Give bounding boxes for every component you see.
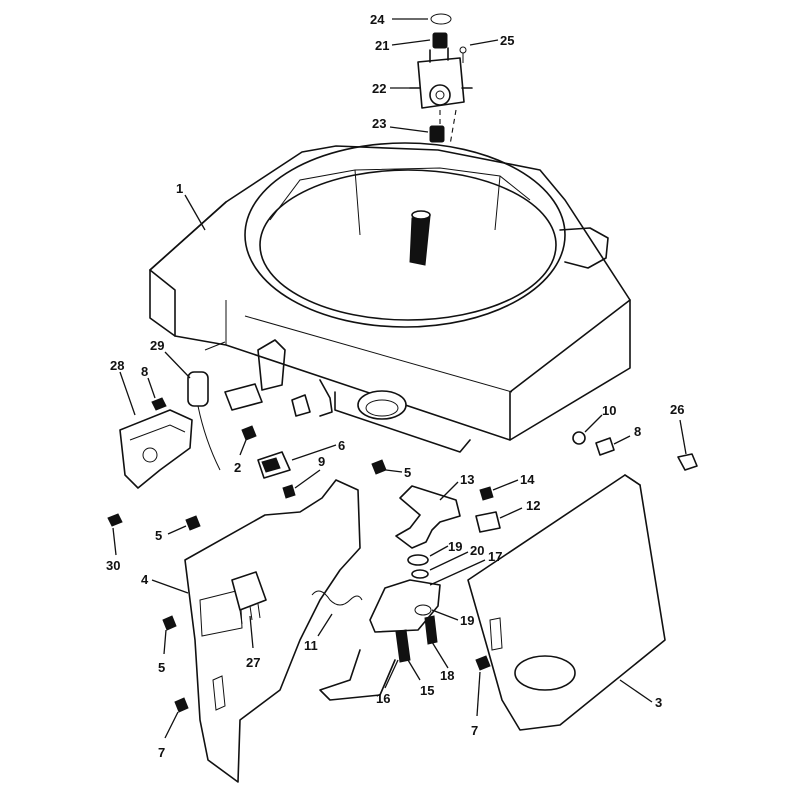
callout-c8a: 8 xyxy=(141,364,156,399)
callout-c12: 12 xyxy=(499,498,540,519)
callout-label: 4 xyxy=(141,572,149,587)
callout-c16: 16 xyxy=(376,659,399,706)
callout-label: 28 xyxy=(110,358,124,373)
callout-c26: 26 xyxy=(670,402,687,455)
fuel-pump-assembly xyxy=(409,13,473,146)
callout-c10: 10 xyxy=(584,403,616,433)
callout-label: 17 xyxy=(488,549,502,564)
callout-label: 7 xyxy=(471,723,478,738)
callout-c20: 20 xyxy=(429,543,484,571)
callout-label: 6 xyxy=(338,438,345,453)
callout-label: 18 xyxy=(440,668,454,683)
callout-label: 11 xyxy=(304,638,318,653)
callout-label: 29 xyxy=(150,338,164,353)
callout-c2: 2 xyxy=(234,439,247,475)
callout-label: 23 xyxy=(372,116,386,131)
callout-c11: 11 xyxy=(304,613,333,653)
callout-label: 19 xyxy=(460,613,474,628)
callout-label: 8 xyxy=(634,424,641,439)
callout-label: 25 xyxy=(500,33,514,48)
callout-c21: 21 xyxy=(375,38,431,53)
callout-c25: 25 xyxy=(469,33,514,48)
callout-label: 5 xyxy=(155,528,162,543)
callout-c5a: 5 xyxy=(385,465,411,480)
callout-label: 3 xyxy=(655,695,662,710)
right-baffle xyxy=(467,474,666,731)
callout-c28: 28 xyxy=(110,358,136,416)
left-baffle xyxy=(184,479,361,783)
callout-c5b: 5 xyxy=(155,525,187,543)
callout-c19a: 19 xyxy=(429,539,462,557)
blower-housing xyxy=(149,142,631,453)
callout-label: 13 xyxy=(460,472,474,487)
callout-label: 8 xyxy=(141,364,148,379)
callout-label: 15 xyxy=(420,683,434,698)
callout-label: 7 xyxy=(158,745,165,760)
callout-c30: 30 xyxy=(106,527,120,573)
callout-c6: 6 xyxy=(291,438,345,461)
callout-label: 21 xyxy=(375,38,389,53)
callout-c14: 14 xyxy=(492,472,535,491)
callout-c29: 29 xyxy=(150,338,191,379)
callout-label: 9 xyxy=(318,454,325,469)
callout-c23: 23 xyxy=(372,116,429,133)
callout-c27: 27 xyxy=(246,615,260,670)
callout-c9: 9 xyxy=(294,454,325,489)
callout-c22: 22 xyxy=(372,81,410,96)
callout-label: 26 xyxy=(670,402,684,417)
ignition-bracket xyxy=(204,339,333,417)
callout-label: 10 xyxy=(602,403,616,418)
callout-label: 2 xyxy=(234,460,241,475)
callout-c13: 13 xyxy=(439,472,474,501)
callout-label: 5 xyxy=(404,465,411,480)
callout-label: 22 xyxy=(372,81,386,96)
callout-label: 5 xyxy=(158,660,165,675)
callout-label: 20 xyxy=(470,543,484,558)
callout-c4: 4 xyxy=(141,572,189,594)
callout-c15: 15 xyxy=(404,654,434,698)
center-bracket xyxy=(371,459,501,579)
callout-label: 24 xyxy=(370,12,385,27)
callout-c1: 1 xyxy=(176,181,206,231)
left-hardware xyxy=(107,397,296,713)
callout-c5c: 5 xyxy=(158,629,167,675)
callout-label: 19 xyxy=(448,539,462,554)
callout-label: 14 xyxy=(520,472,535,487)
callout-c7a: 7 xyxy=(158,711,179,760)
callout-c19b: 19 xyxy=(431,609,474,628)
callout-c18: 18 xyxy=(431,641,454,683)
callout-c3: 3 xyxy=(619,679,662,710)
callout-label: 1 xyxy=(176,181,183,196)
right-hardware xyxy=(572,431,698,471)
callout-c8b: 8 xyxy=(613,424,641,445)
callout-label: 16 xyxy=(376,691,390,706)
lever-bracket xyxy=(311,579,441,701)
callout-c24: 24 xyxy=(370,12,428,27)
callout-label: 27 xyxy=(246,655,260,670)
callout-c17: 17 xyxy=(429,549,502,586)
callout-label: 30 xyxy=(106,558,120,573)
ignition-coil xyxy=(119,371,221,489)
callout-label: 12 xyxy=(526,498,540,513)
callout-c7b: 7 xyxy=(471,671,481,738)
